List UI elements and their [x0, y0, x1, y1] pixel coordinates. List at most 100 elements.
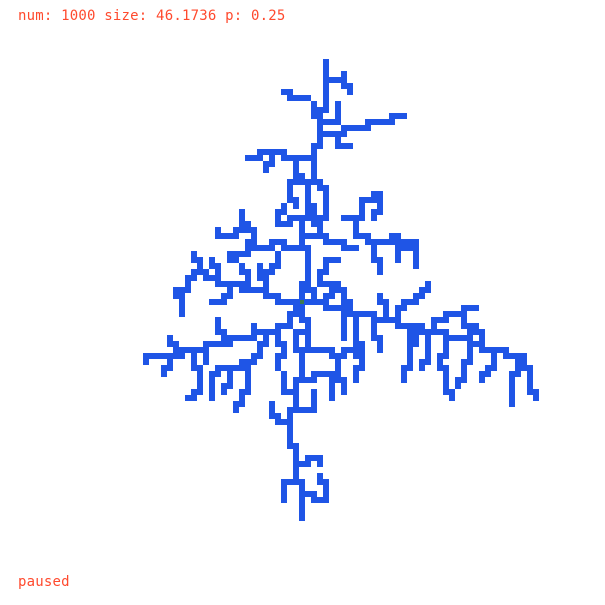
aggregate-particle [353, 329, 359, 335]
aggregate-particle [317, 455, 323, 461]
aggregate-particle [251, 155, 257, 161]
aggregate-particle [281, 383, 287, 389]
aggregate-particle [443, 311, 449, 317]
aggregate-particle [227, 365, 233, 371]
aggregate-particle [395, 233, 401, 239]
aggregate-particle [359, 233, 365, 239]
aggregate-particle [377, 191, 383, 197]
aggregate-particle [371, 197, 377, 203]
aggregate-particle [455, 377, 461, 383]
aggregate-particle [161, 353, 167, 359]
aggregate-particle [281, 485, 287, 491]
aggregate-particle [341, 389, 347, 395]
aggregate-particle [383, 311, 389, 317]
aggregate-particle [209, 263, 215, 269]
aggregate-particle [365, 197, 371, 203]
aggregate-particle [335, 77, 341, 83]
aggregate-particle [371, 209, 377, 215]
aggregate-particle [407, 329, 413, 335]
aggregate-particle [167, 341, 173, 347]
aggregate-particle [323, 371, 329, 377]
aggregate-particle [281, 221, 287, 227]
aggregate-particle [353, 125, 359, 131]
aggregate-particle [323, 209, 329, 215]
aggregate-particle [221, 281, 227, 287]
aggregate-particle [209, 389, 215, 395]
aggregate-particle [323, 485, 329, 491]
aggregate-particle [245, 239, 251, 245]
aggregate-particle [311, 215, 317, 221]
aggregate-particle [233, 233, 239, 239]
aggregate-particle [293, 455, 299, 461]
aggregate-particle [215, 299, 221, 305]
aggregate-particle [269, 239, 275, 245]
aggregate-particle [233, 335, 239, 341]
aggregate-particle [311, 455, 317, 461]
aggregate-particle [455, 335, 461, 341]
aggregate-particle [335, 377, 341, 383]
aggregate-particle [389, 317, 395, 323]
aggregate-particle [293, 179, 299, 185]
aggregate-particle [293, 479, 299, 485]
aggregate-particle [299, 503, 305, 509]
aggregate-particle [401, 113, 407, 119]
aggregate-particle [305, 287, 311, 293]
aggregate-particle [251, 323, 257, 329]
aggregate-particle [323, 101, 329, 107]
aggregate-particle [401, 377, 407, 383]
aggregate-particle [281, 347, 287, 353]
aggregate-particle [311, 149, 317, 155]
aggregate-particle [317, 143, 323, 149]
aggregate-particle [521, 359, 527, 365]
aggregate-particle [419, 329, 425, 335]
aggregate-particle [335, 371, 341, 377]
aggregate-particle [299, 485, 305, 491]
aggregate-particle [335, 113, 341, 119]
aggregate-particle [215, 275, 221, 281]
aggregate-particle [311, 377, 317, 383]
aggregate-particle [239, 281, 245, 287]
aggregate-particle [521, 353, 527, 359]
aggregate-particle [245, 365, 251, 371]
aggregate-particle [359, 365, 365, 371]
aggregate-particle [305, 251, 311, 257]
aggregate-particle [191, 269, 197, 275]
aggregate-particle [287, 443, 293, 449]
aggregate-particle [287, 155, 293, 161]
aggregate-particle [383, 299, 389, 305]
aggregate-particle [281, 155, 287, 161]
aggregate-particle [305, 455, 311, 461]
aggregate-particle [323, 293, 329, 299]
aggregate-particle [305, 209, 311, 215]
aggregate-particle [311, 347, 317, 353]
aggregate-particle [323, 239, 329, 245]
aggregate-particle [263, 281, 269, 287]
aggregate-particle [275, 329, 281, 335]
aggregate-particle [491, 365, 497, 371]
aggregate-particle [281, 239, 287, 245]
aggregate-particle [293, 215, 299, 221]
aggregate-particle [515, 365, 521, 371]
aggregate-particle [443, 353, 449, 359]
aggregate-particle [257, 329, 263, 335]
aggregate-particle [377, 197, 383, 203]
aggregate-particle [335, 119, 341, 125]
aggregate-particle [425, 341, 431, 347]
aggregate-particle [407, 347, 413, 353]
aggregate-particle [203, 269, 209, 275]
aggregate-particle [245, 377, 251, 383]
aggregate-particle [287, 389, 293, 395]
aggregate-particle [311, 167, 317, 173]
aggregate-particle [311, 155, 317, 161]
aggregate-particle [419, 359, 425, 365]
aggregate-particle [215, 365, 221, 371]
aggregate-particle [227, 293, 233, 299]
aggregate-particle [317, 479, 323, 485]
aggregate-particle [293, 383, 299, 389]
aggregate-particle [287, 95, 293, 101]
aggregate-particle [155, 353, 161, 359]
aggregate-particle [311, 389, 317, 395]
aggregate-particle [245, 269, 251, 275]
aggregate-particle [275, 221, 281, 227]
